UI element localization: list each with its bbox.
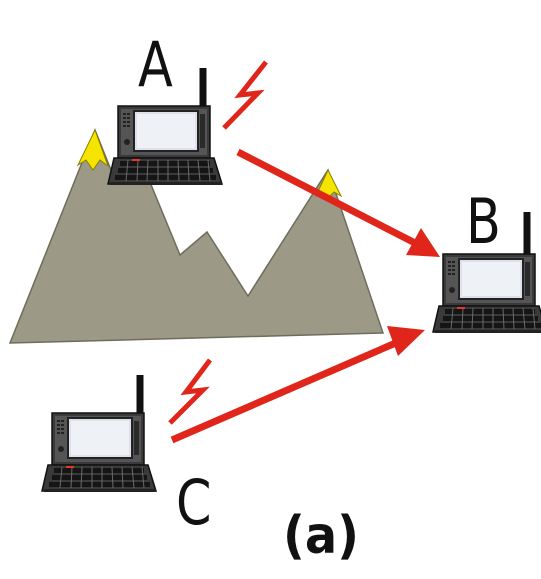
arrow-icon	[170, 326, 425, 444]
laptop-a	[107, 68, 223, 186]
laptop-icon	[432, 253, 541, 334]
node-label-b: B	[466, 185, 501, 258]
laptop-icon	[107, 105, 223, 186]
arrow-icon	[236, 148, 440, 257]
node-label-a: A	[138, 28, 173, 101]
laptop-b	[432, 212, 541, 334]
laptop-c	[41, 375, 157, 493]
wireless-signal-icon	[168, 358, 212, 425]
wireless-signal-icon	[222, 60, 268, 130]
figure-caption: (a)	[283, 506, 360, 566]
node-label-c: C	[176, 466, 212, 539]
laptop-icon	[41, 412, 157, 493]
